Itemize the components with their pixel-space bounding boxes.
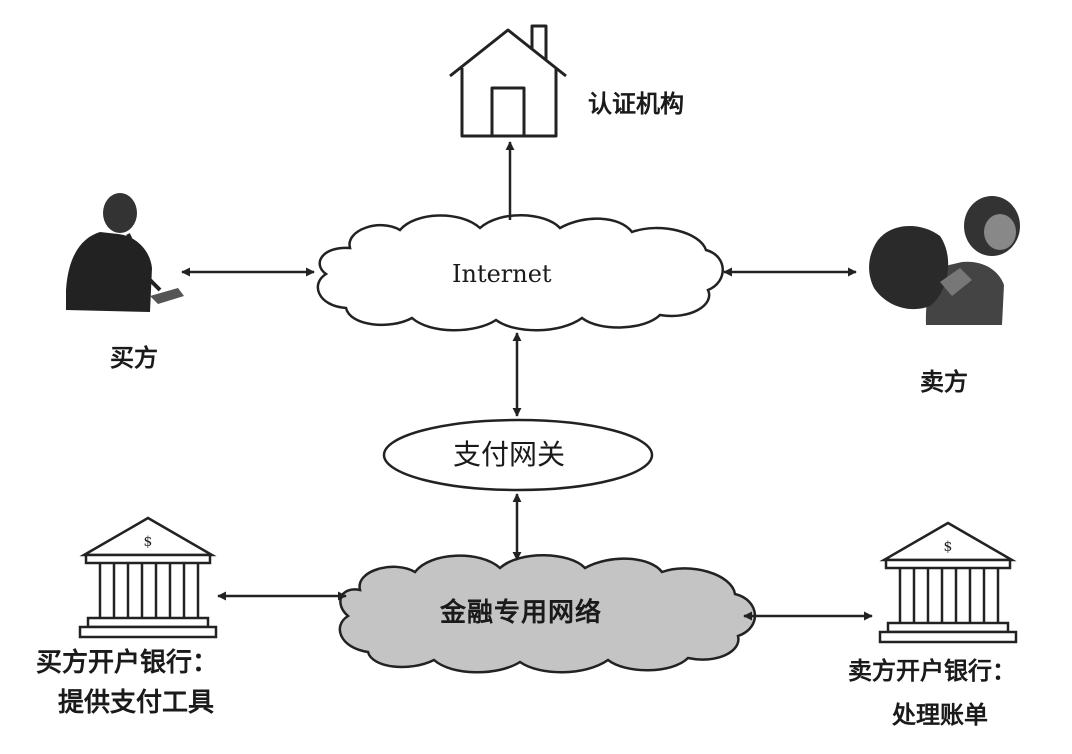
seller-bank-label-line2: 处理账单 bbox=[892, 700, 988, 729]
buyer-bank-label-line2: 提供支付工具 bbox=[58, 688, 215, 718]
financial-network-cloud bbox=[338, 554, 757, 674]
seller-bank-building-icon: $ bbox=[878, 521, 1018, 644]
payment-gateway-label: 支付网关 bbox=[453, 438, 566, 471]
internet-cloud bbox=[316, 214, 724, 332]
house-icon bbox=[449, 24, 567, 138]
seller-label: 卖方 bbox=[920, 367, 968, 396]
buyer-bank-label-line1: 买方开户银行： bbox=[36, 648, 219, 678]
financial-network-label: 金融专用网络 bbox=[440, 598, 603, 628]
buyer-bank-building-icon: $ bbox=[78, 516, 218, 639]
svg-text:$: $ bbox=[144, 534, 153, 550]
cert-authority-label: 认证机构 bbox=[588, 89, 684, 118]
internet-label: Internet bbox=[452, 260, 552, 288]
seller-person-icon bbox=[869, 196, 1020, 325]
seller-bank-label-line1: 卖方开户银行： bbox=[848, 656, 1016, 685]
buyer-label: 买方 bbox=[110, 343, 158, 372]
buyer-person-icon bbox=[66, 193, 184, 312]
payment-gateway-ellipse bbox=[382, 418, 654, 492]
svg-text:$: $ bbox=[944, 539, 953, 555]
